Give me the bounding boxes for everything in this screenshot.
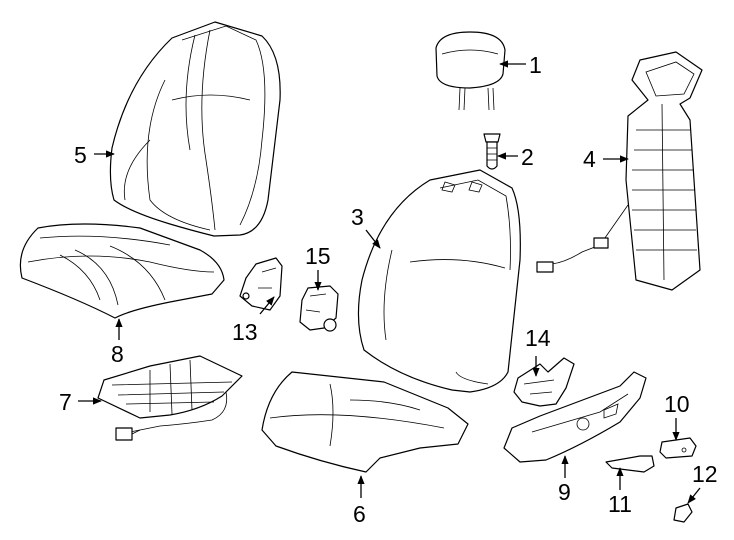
callout-5: 5: [74, 142, 87, 168]
callout-9: 9: [558, 479, 571, 505]
callout-11: 11: [608, 491, 632, 517]
leader-13: [259, 296, 275, 315]
callout-6: 6: [353, 501, 366, 527]
callout-10: 10: [664, 391, 690, 417]
part-5-seatback-cover: [109, 21, 281, 237]
part-7-cushion-heater: [97, 355, 243, 441]
leader-3: [365, 229, 381, 249]
part-13-side-trim: [239, 257, 283, 311]
part-9-side-shield: [503, 371, 647, 463]
part-2-headrest-guide: [483, 133, 501, 170]
part-11-lever: [605, 455, 655, 473]
callout-8: 8: [111, 341, 124, 367]
leader-12: [687, 487, 701, 504]
leader-lines: [78, 60, 701, 504]
part-15-bracket: [299, 285, 339, 332]
callout-4: 4: [583, 146, 596, 172]
callout-13: 13: [232, 319, 258, 345]
part-1-headrest: [435, 31, 506, 111]
part-4-seatback-heater: [536, 51, 703, 291]
callout-15: 15: [305, 243, 331, 269]
callout-labels: 1 2 3 4 5 6 7 8 9 10 11 12 13 14 15: [59, 52, 718, 527]
part-10-knob: [659, 437, 697, 459]
part-3-seatback-assembly: [357, 169, 521, 393]
callout-2: 2: [521, 144, 534, 170]
callout-3: 3: [351, 204, 364, 230]
callout-1: 1: [529, 52, 542, 78]
part-8-cushion-cover: [19, 223, 225, 319]
callout-12: 12: [692, 461, 718, 487]
part-12-cap: [673, 503, 693, 523]
part-6-cushion-cover: [261, 371, 469, 473]
callout-14: 14: [525, 325, 551, 351]
callout-7: 7: [59, 389, 72, 415]
part-14-recliner-cover: [513, 357, 575, 407]
